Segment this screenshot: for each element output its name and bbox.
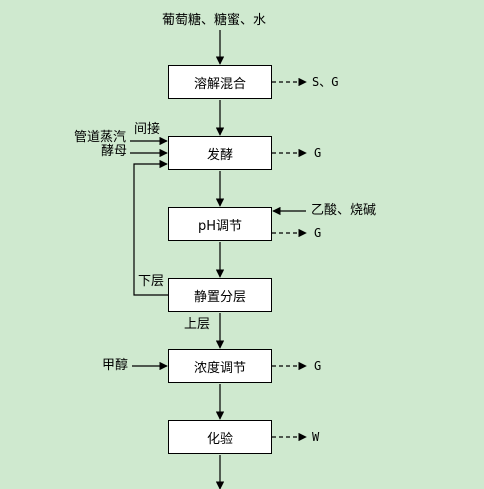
emission-label-mix: S、G [312, 75, 339, 89]
arrow-lower-layer-recycle [133, 159, 168, 296]
branch-label-lower: 下层 [138, 274, 165, 289]
step-box-conc: 浓度调节 [168, 349, 272, 383]
input-label-methanol: 甲醇 [102, 358, 129, 373]
step-box-ph: pH调节 [168, 207, 272, 241]
emission-label-test: W [312, 430, 320, 444]
step-box-ferment: 发酵 [168, 136, 272, 170]
step-box-settle: 静置分层 [168, 278, 272, 312]
step-label-ph: pH调节 [197, 218, 243, 234]
input-label-steam: 管道蒸汽 [74, 130, 127, 145]
input-label-top: 葡萄糖、糖蜜、水 [162, 13, 267, 28]
step-label-mix: 溶解混合 [193, 76, 246, 92]
step-box-mix: 溶解混合 [168, 65, 272, 99]
step-label-ferment: 发酵 [206, 147, 233, 163]
branch-label-upper: 上层 [184, 317, 211, 332]
input-label-acid-base: 乙酸、烧碱 [311, 203, 377, 218]
step-label-settle: 静置分层 [193, 289, 246, 305]
step-label-test: 化验 [206, 431, 233, 447]
step-label-conc: 浓度调节 [193, 360, 246, 376]
input-label-yeast: 酵母 [101, 144, 128, 159]
emission-label-ph: G [314, 226, 322, 240]
step-box-test: 化验 [168, 420, 272, 454]
emission-label-ferment: G [314, 146, 322, 160]
emission-label-conc: G [314, 359, 322, 373]
input-label-indirect: 间接 [134, 122, 161, 137]
